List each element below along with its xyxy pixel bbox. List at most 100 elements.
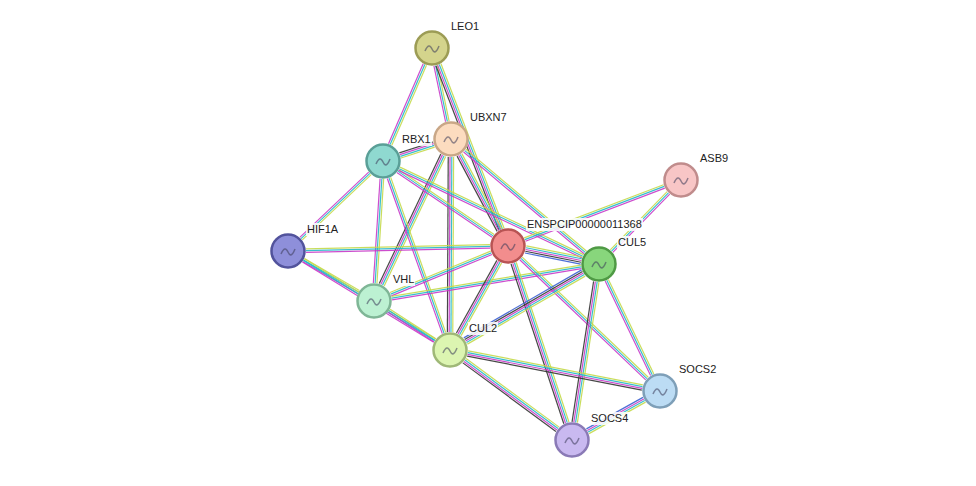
evidence-line bbox=[397, 173, 492, 238]
evidence-line bbox=[302, 262, 433, 342]
evidence-line bbox=[463, 363, 556, 432]
evidence-line bbox=[525, 253, 581, 264]
node-circle bbox=[581, 246, 617, 282]
interaction-edge bbox=[525, 246, 582, 264]
node-disc bbox=[556, 424, 589, 457]
protein-node bbox=[642, 373, 678, 409]
node-circle bbox=[490, 228, 526, 264]
interaction-edge bbox=[373, 179, 383, 283]
structure-glyph bbox=[443, 348, 457, 354]
node-circle bbox=[554, 422, 590, 458]
evidence-line bbox=[525, 251, 581, 262]
node-circle bbox=[433, 121, 469, 157]
interaction-edge bbox=[388, 309, 436, 342]
structure-glyph bbox=[376, 159, 390, 165]
evidence-line bbox=[387, 179, 442, 334]
node-label: UBXN7 bbox=[469, 111, 508, 124]
evidence-line bbox=[398, 170, 582, 258]
evidence-line bbox=[466, 359, 559, 428]
node-disc bbox=[434, 334, 467, 367]
node-disc bbox=[358, 285, 391, 318]
evidence-line bbox=[466, 275, 584, 343]
evidence-line bbox=[572, 281, 594, 421]
structure-glyph bbox=[425, 46, 439, 52]
evidence-line bbox=[574, 282, 596, 422]
evidence-line bbox=[524, 185, 663, 238]
node-disc bbox=[416, 32, 449, 65]
structure-glyph bbox=[281, 249, 295, 255]
node-label: HIF1A bbox=[306, 223, 339, 236]
node-circle bbox=[270, 233, 306, 269]
protein-node bbox=[365, 143, 401, 179]
evidence-line bbox=[588, 401, 645, 432]
evidence-line bbox=[586, 397, 643, 428]
interaction-edge bbox=[447, 157, 453, 332]
evidence-line bbox=[303, 260, 434, 340]
evidence-line bbox=[465, 271, 583, 339]
protein-node bbox=[270, 233, 306, 269]
evidence-line bbox=[389, 64, 424, 144]
node-label: ENSPCIP00000011368 bbox=[526, 218, 643, 231]
structure-glyph bbox=[674, 178, 688, 184]
evidence-line bbox=[373, 179, 380, 283]
evidence-line bbox=[300, 172, 369, 237]
evidence-line bbox=[388, 312, 434, 341]
evidence-line bbox=[525, 186, 664, 239]
evidence-line bbox=[576, 282, 598, 422]
evidence-line bbox=[306, 248, 490, 252]
evidence-line bbox=[466, 273, 584, 341]
interaction-edge bbox=[390, 251, 492, 296]
evidence-line bbox=[304, 258, 359, 290]
node-disc bbox=[492, 230, 525, 263]
node-circle bbox=[663, 162, 699, 198]
protein-node bbox=[432, 332, 468, 368]
evidence-line bbox=[464, 270, 582, 338]
node-circle bbox=[642, 373, 678, 409]
protein-node bbox=[663, 162, 699, 198]
node-label: LEO1 bbox=[450, 20, 480, 33]
evidence-line bbox=[465, 360, 558, 429]
evidence-line bbox=[389, 178, 444, 333]
node-circle bbox=[365, 143, 401, 179]
interaction-edge bbox=[463, 359, 559, 432]
evidence-line bbox=[398, 171, 493, 236]
evidence-line bbox=[464, 361, 557, 430]
node-disc bbox=[367, 145, 400, 178]
evidence-line bbox=[389, 311, 435, 340]
node-disc bbox=[435, 123, 468, 156]
interaction-edge bbox=[387, 177, 445, 333]
structure-glyph bbox=[592, 262, 606, 268]
evidence-line bbox=[450, 157, 452, 332]
evidence-line bbox=[607, 280, 652, 375]
evidence-line bbox=[466, 149, 586, 251]
node-disc bbox=[665, 164, 698, 197]
protein-node bbox=[356, 283, 392, 319]
protein-node bbox=[414, 30, 450, 66]
protein-node bbox=[581, 246, 617, 282]
node-label: SOCS4 bbox=[590, 412, 629, 425]
protein-node bbox=[433, 121, 469, 157]
interaction-edge bbox=[456, 260, 501, 335]
evidence-line bbox=[461, 263, 501, 336]
evidence-line bbox=[589, 402, 646, 433]
evidence-line bbox=[587, 399, 644, 430]
evidence-line bbox=[390, 309, 436, 338]
structure-glyph bbox=[367, 299, 381, 305]
evidence-line bbox=[577, 282, 599, 422]
node-label: CUL5 bbox=[617, 236, 647, 249]
evidence-line bbox=[447, 157, 449, 332]
structure-glyph bbox=[565, 438, 579, 444]
interaction-edge bbox=[302, 259, 435, 342]
interaction-edge bbox=[586, 397, 645, 433]
evidence-line bbox=[467, 276, 585, 344]
evidence-line bbox=[304, 259, 435, 339]
interaction-edge bbox=[467, 351, 643, 390]
interaction-edge bbox=[397, 170, 494, 238]
structure-glyph bbox=[444, 137, 458, 143]
interaction-edge bbox=[520, 257, 648, 380]
node-label: RBX1 bbox=[401, 133, 432, 146]
interaction-edge bbox=[572, 281, 599, 422]
node-disc bbox=[583, 248, 616, 281]
node-disc bbox=[644, 375, 677, 408]
